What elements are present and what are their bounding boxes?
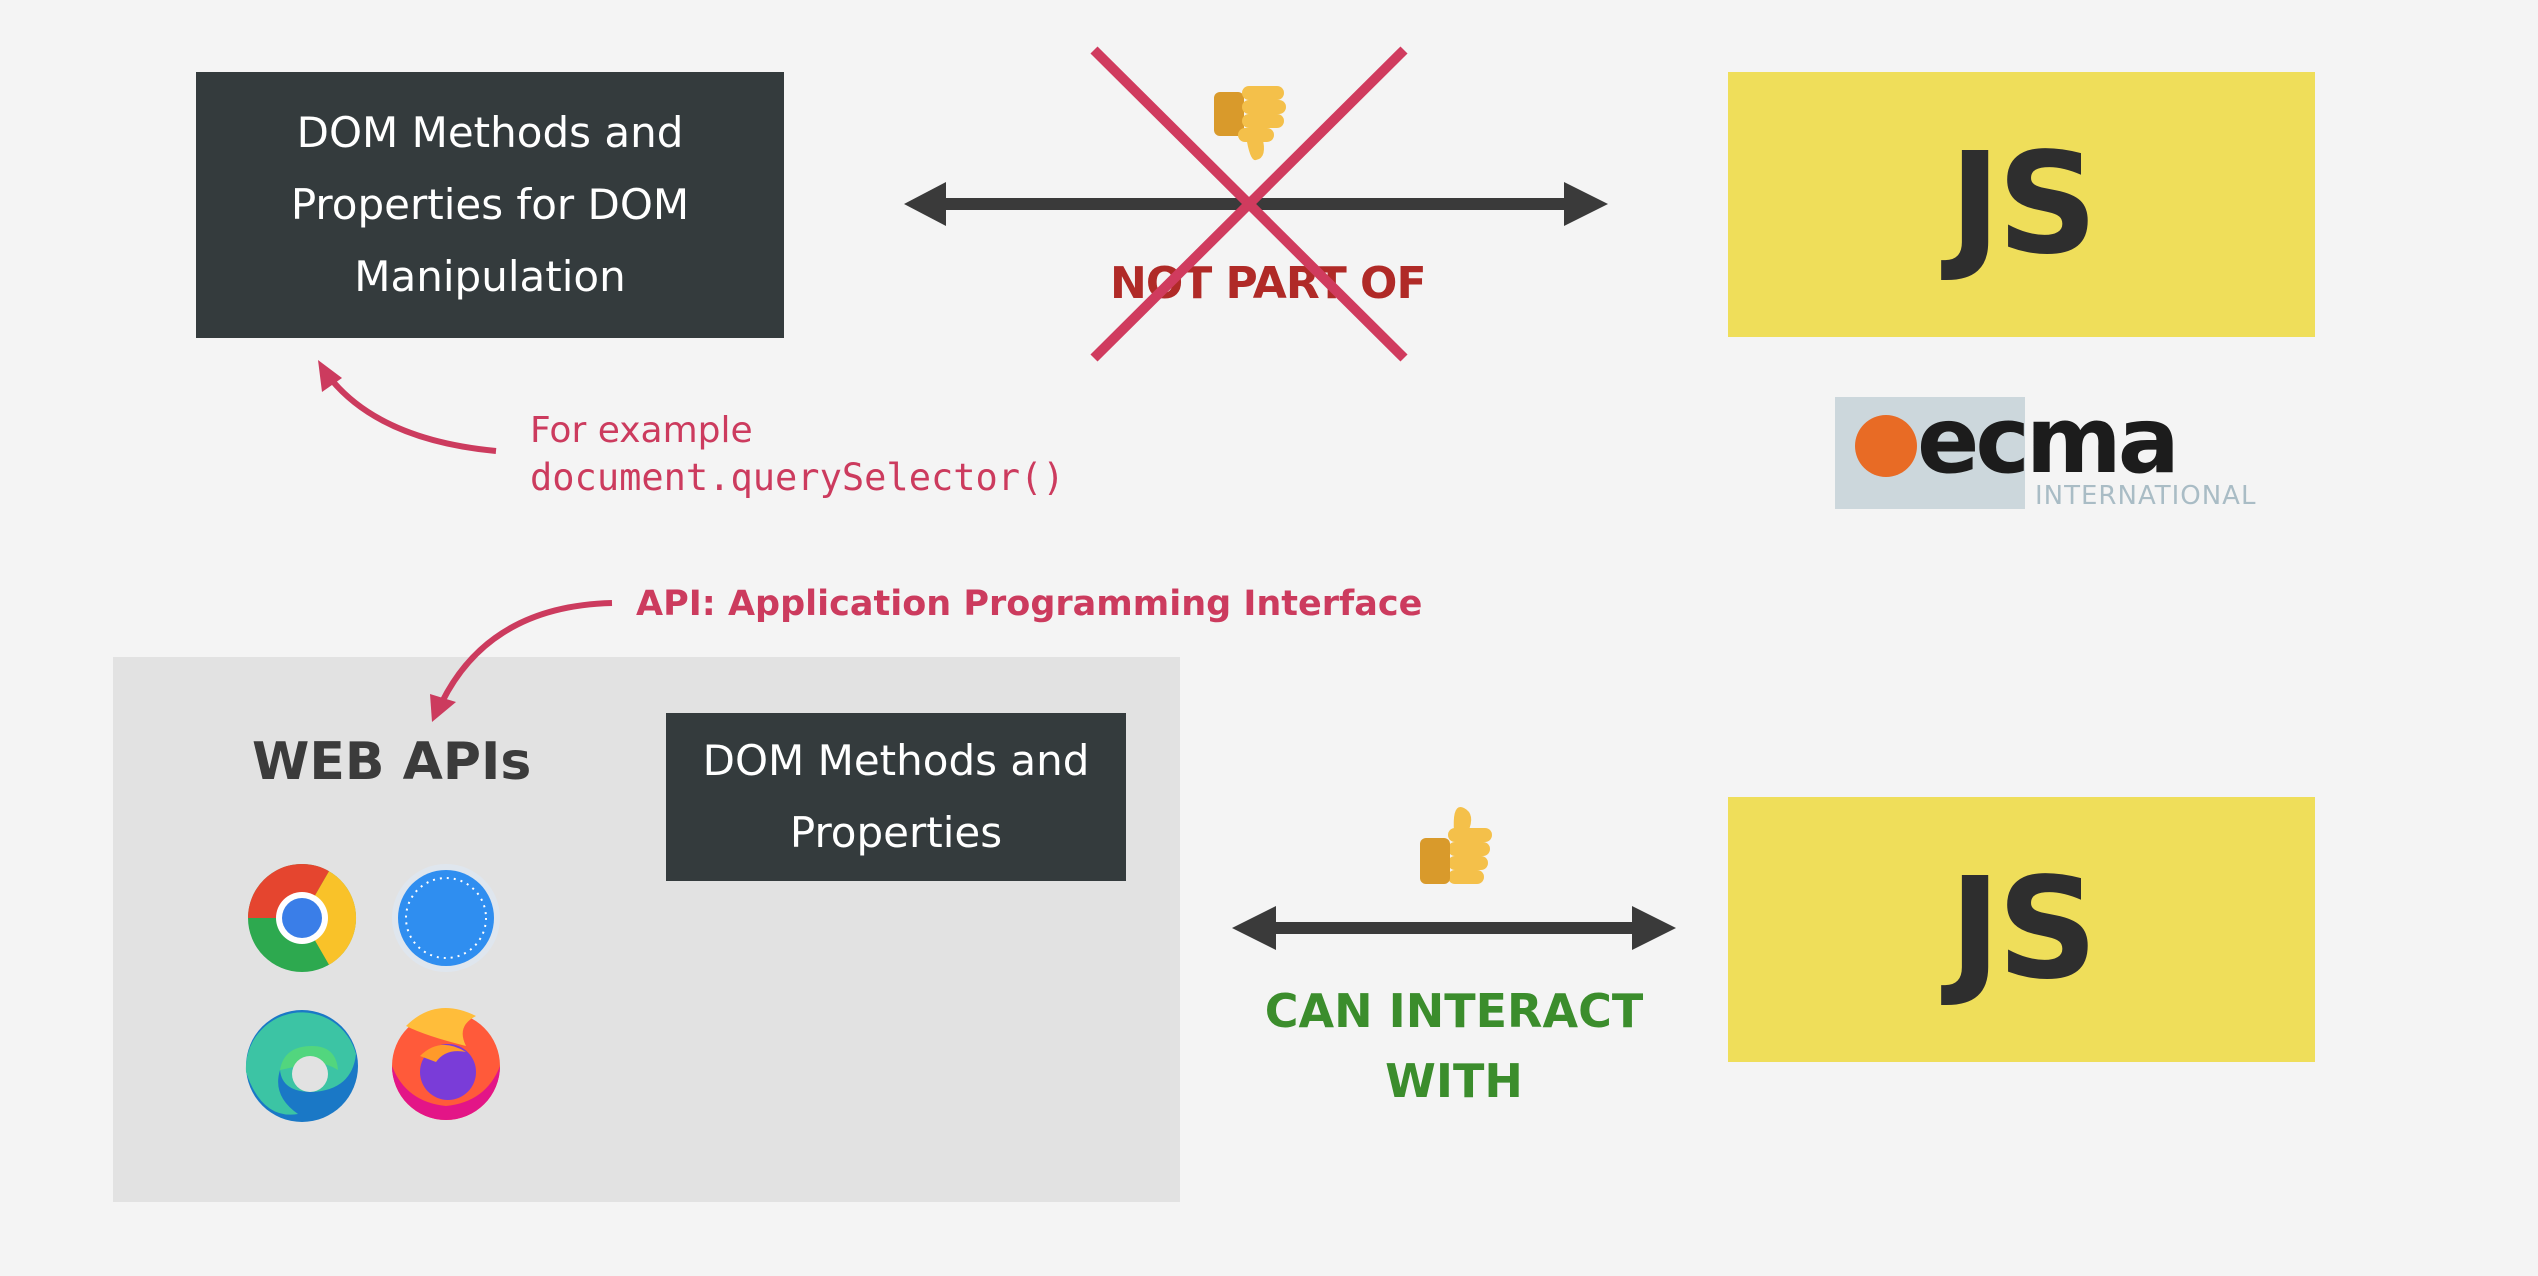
js-box-top: JS [1728,72,2315,337]
ecma-logo-subword: INTERNATIONAL [2035,481,2257,511]
thumbs-up-icon [1420,807,1492,884]
dom-methods-box-top-text: DOM Methods and Properties for DOM Manip… [290,108,690,301]
web-apis-title: WEB APIs [252,732,532,792]
example-code: document.querySelector() [530,456,1065,499]
ecma-international-logo: ecma INTERNATIONAL [1835,387,2257,515]
js-box-bottom: JS [1728,797,2315,1062]
can-interact-line2: WITH [1385,1054,1523,1108]
js-box-top-text: JS [1949,123,2098,286]
can-interact-line1: CAN INTERACT [1264,984,1644,1038]
thumbs-down-icon [1214,86,1286,161]
dom-methods-box-bottom: DOM Methods and Properties [666,713,1126,881]
dom-methods-box-bottom-text: DOM Methods and Properties [702,736,1090,857]
firefox-icon [392,1008,500,1120]
ecma-logo-dot [1855,415,1917,477]
chrome-icon [247,863,357,972]
cross-out-icon [1090,46,1408,362]
safari-icon [392,864,500,972]
edge-icon [245,1010,358,1122]
curved-arrow-example [318,360,497,454]
js-box-bottom-text: JS [1949,848,2098,1011]
api-definition-label: API: Application Programming Interface [636,584,1423,624]
double-arrow-bottom [1232,906,1676,950]
ecma-logo-word: ecma [1917,387,2180,494]
dom-methods-box-top: DOM Methods and Properties for DOM Manip… [196,72,784,338]
curved-arrow-api [430,600,613,722]
example-label: For example [530,410,753,451]
can-interact-with-label: CAN INTERACT WITH [1254,976,1654,1116]
